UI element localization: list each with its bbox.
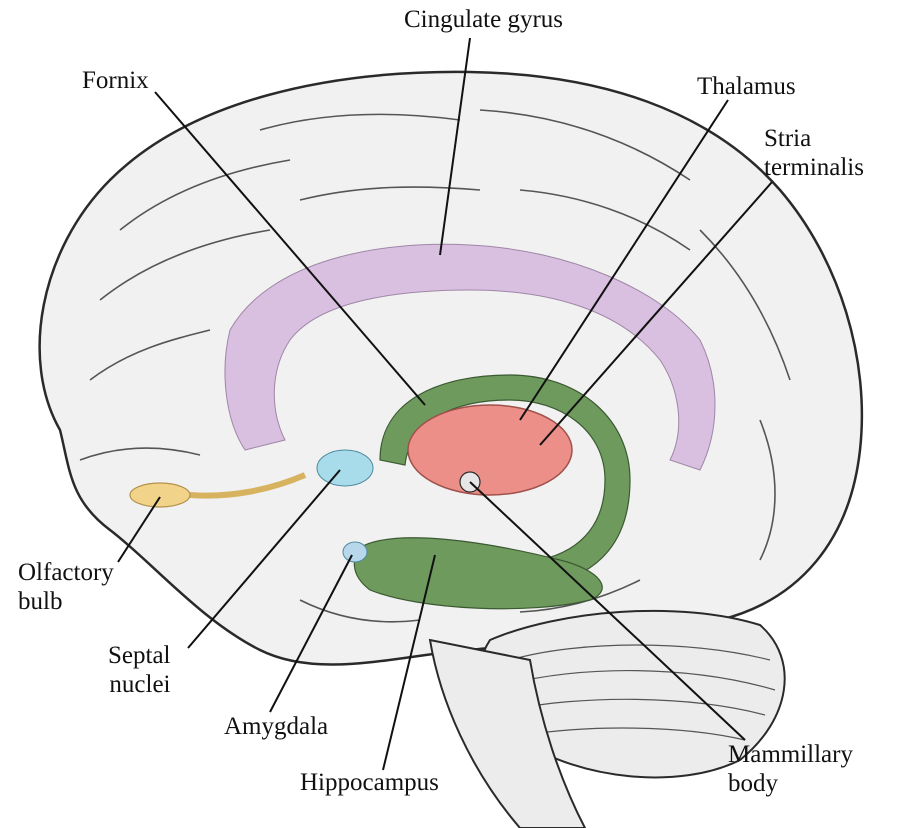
fornix-label: Fornix — [82, 66, 149, 95]
hippocampus-label: Hippocampus — [300, 768, 439, 797]
thalamus-label: Thalamus — [697, 72, 796, 101]
septal-nuclei-region — [317, 450, 373, 486]
mammillary-body-label: Mammillary body — [728, 740, 853, 798]
stria-terminalis-label-line1: Stria — [764, 124, 864, 153]
olfactory-bulb-label-line1: Olfactory — [18, 558, 114, 587]
septal-nuclei-label-line1: Septal — [108, 641, 171, 670]
olfactory-bulb-region — [130, 483, 190, 507]
amygdala-region — [343, 542, 367, 562]
mammillary-body-label-line1: Mammillary — [728, 740, 853, 769]
amygdala-label: Amygdala — [224, 712, 328, 741]
stria-terminalis-label-line2: terminalis — [764, 153, 864, 182]
septal-nuclei-label-line2: nuclei — [108, 670, 171, 699]
mammillary-body-label-line2: body — [728, 769, 853, 798]
stria-terminalis-label: Stria terminalis — [764, 124, 864, 182]
septal-nuclei-label: Septal nuclei — [108, 641, 171, 699]
thalamus-region — [408, 405, 572, 495]
cingulate-gyrus-label: Cingulate gyrus — [404, 5, 563, 34]
olfactory-bulb-label: Olfactory bulb — [18, 558, 114, 616]
olfactory-bulb-label-line2: bulb — [18, 587, 114, 616]
